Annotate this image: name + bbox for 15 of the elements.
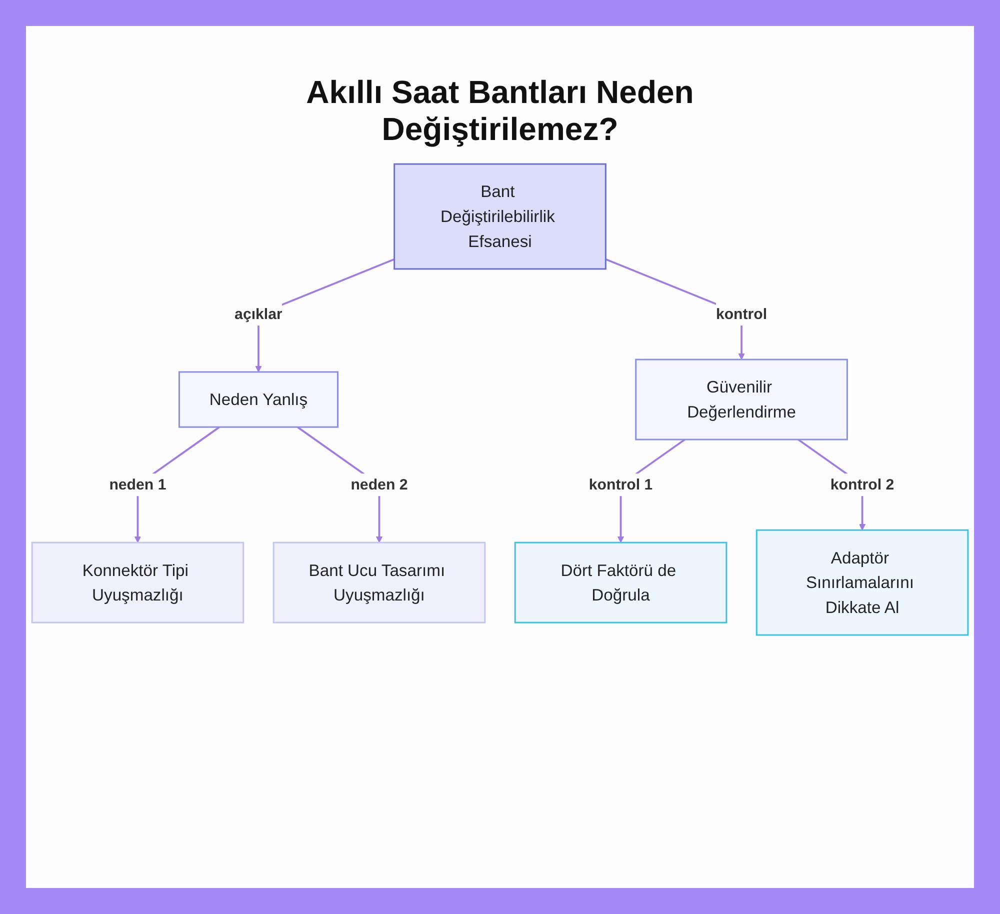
node-box <box>394 163 606 270</box>
edge-label: neden 1 <box>109 476 166 494</box>
node-box <box>635 358 848 440</box>
diagram-title: Akıllı Saat Bantları Neden Değiştirilemez? <box>305 74 695 148</box>
node-box <box>272 542 486 624</box>
edge-label: kontrol 2 <box>830 476 894 494</box>
node-box <box>756 529 969 636</box>
node-box <box>514 542 728 624</box>
node-box <box>178 371 338 428</box>
edge-label: açıklar <box>234 306 282 323</box>
node-box <box>31 542 244 624</box>
edge-label: kontrol 1 <box>588 476 653 494</box>
edge-label: neden 2 <box>350 476 408 494</box>
edge-label: kontrol <box>716 306 768 323</box>
card-background: Akıllı Saat Bantları Neden Değiştirilemez? açıklar kontrol neden 1 neden 2 kontrol 1 kontrol 2 Bant Değiştirilebilirlik Efsanesi Neden Yanlış Güvenilir Değerlendirme Konnektör Tipi Uyuşmazlığı Bant Ucu Tasarımı Uyuşmazlığı Dört Faktörü de Doğrula Adaptör Sınırlamalarını Dikkate Al <box>26 26 974 888</box>
